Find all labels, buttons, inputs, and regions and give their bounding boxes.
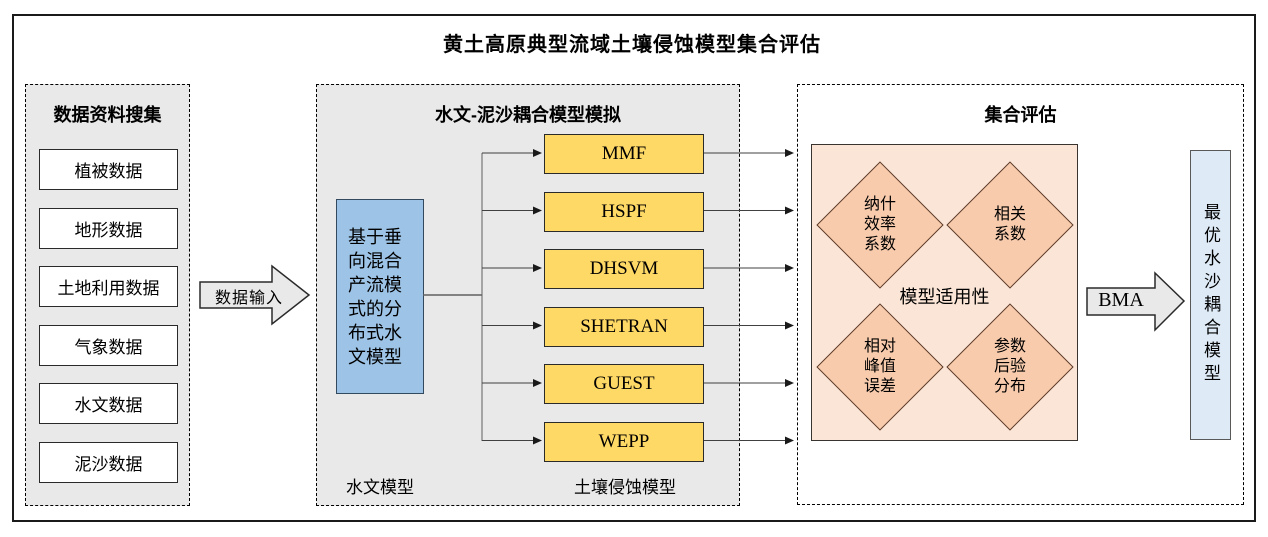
diagram-frame — [12, 14, 1256, 522]
criterion-label-nse: 纳什效率系数 — [863, 196, 896, 253]
data-collection-header: 数据资料搜集 — [53, 105, 162, 125]
erosion-model-box-dhsvm: DHSVM — [544, 249, 704, 289]
model-applicability-label: 模型适用性 — [899, 287, 990, 307]
data-item-vegetation: 植被数据 — [39, 149, 178, 190]
coupled-model-header: 水文-泥沙耦合模型模拟 — [435, 105, 621, 125]
erosion-model-box-guest: GUEST — [544, 364, 704, 404]
criterion-label-correlation: 相关系数 — [993, 206, 1026, 243]
hydro-model-label: 水文模型 — [346, 478, 414, 497]
erosion-model-label: 土壤侵蚀模型 — [574, 478, 676, 497]
criterion-label-peak-error: 相对峰值误差 — [863, 338, 896, 395]
data-item-terrain: 地形数据 — [39, 207, 178, 249]
erosion-model-box-wepp: WEPP — [544, 421, 704, 462]
optimal-model-box: 最优水沙耦合模型 — [1190, 150, 1231, 440]
bma-label: BMA — [1098, 289, 1144, 311]
data-input-arrow-label: 数据输入 — [214, 290, 283, 307]
criterion-label-posterior: 参数后验分布 — [993, 338, 1026, 395]
data-item-hydrology: 水文数据 — [39, 383, 178, 424]
coupled-model-panel: 水文-泥沙耦合模型模拟 基于垂向混合产流模式的分布式水文模型 MMF HSPF … — [316, 84, 740, 506]
erosion-model-box-hspf: HSPF — [544, 191, 704, 232]
hydrological-model-box: 基于垂向混合产流模式的分布式水文模型 — [336, 199, 424, 394]
ensemble-evaluation-panel: 集合评估 纳什效率系数 相关系数 相对峰值误差 参数后验分布 模型适用性 — [797, 84, 1244, 505]
diagram-title: 黄土高原典型流域土壤侵蚀模型集合评估 — [443, 34, 821, 56]
data-item-meteorology: 气象数据 — [39, 324, 178, 366]
data-item-sediment: 泥沙数据 — [39, 441, 178, 483]
ensemble-evaluation-header: 集合评估 — [984, 105, 1057, 125]
data-item-landuse: 土地利用数据 — [39, 266, 178, 307]
erosion-model-box-mmf: MMF — [544, 134, 704, 174]
model-applicability-box: 纳什效率系数 相关系数 相对峰值误差 参数后验分布 模型适用性 — [811, 144, 1078, 441]
data-collection-panel: 数据资料搜集 植被数据 地形数据 土地利用数据 气象数据 水文数据 泥沙数据 — [25, 84, 190, 506]
erosion-model-box-shetran: SHETRAN — [544, 306, 704, 347]
